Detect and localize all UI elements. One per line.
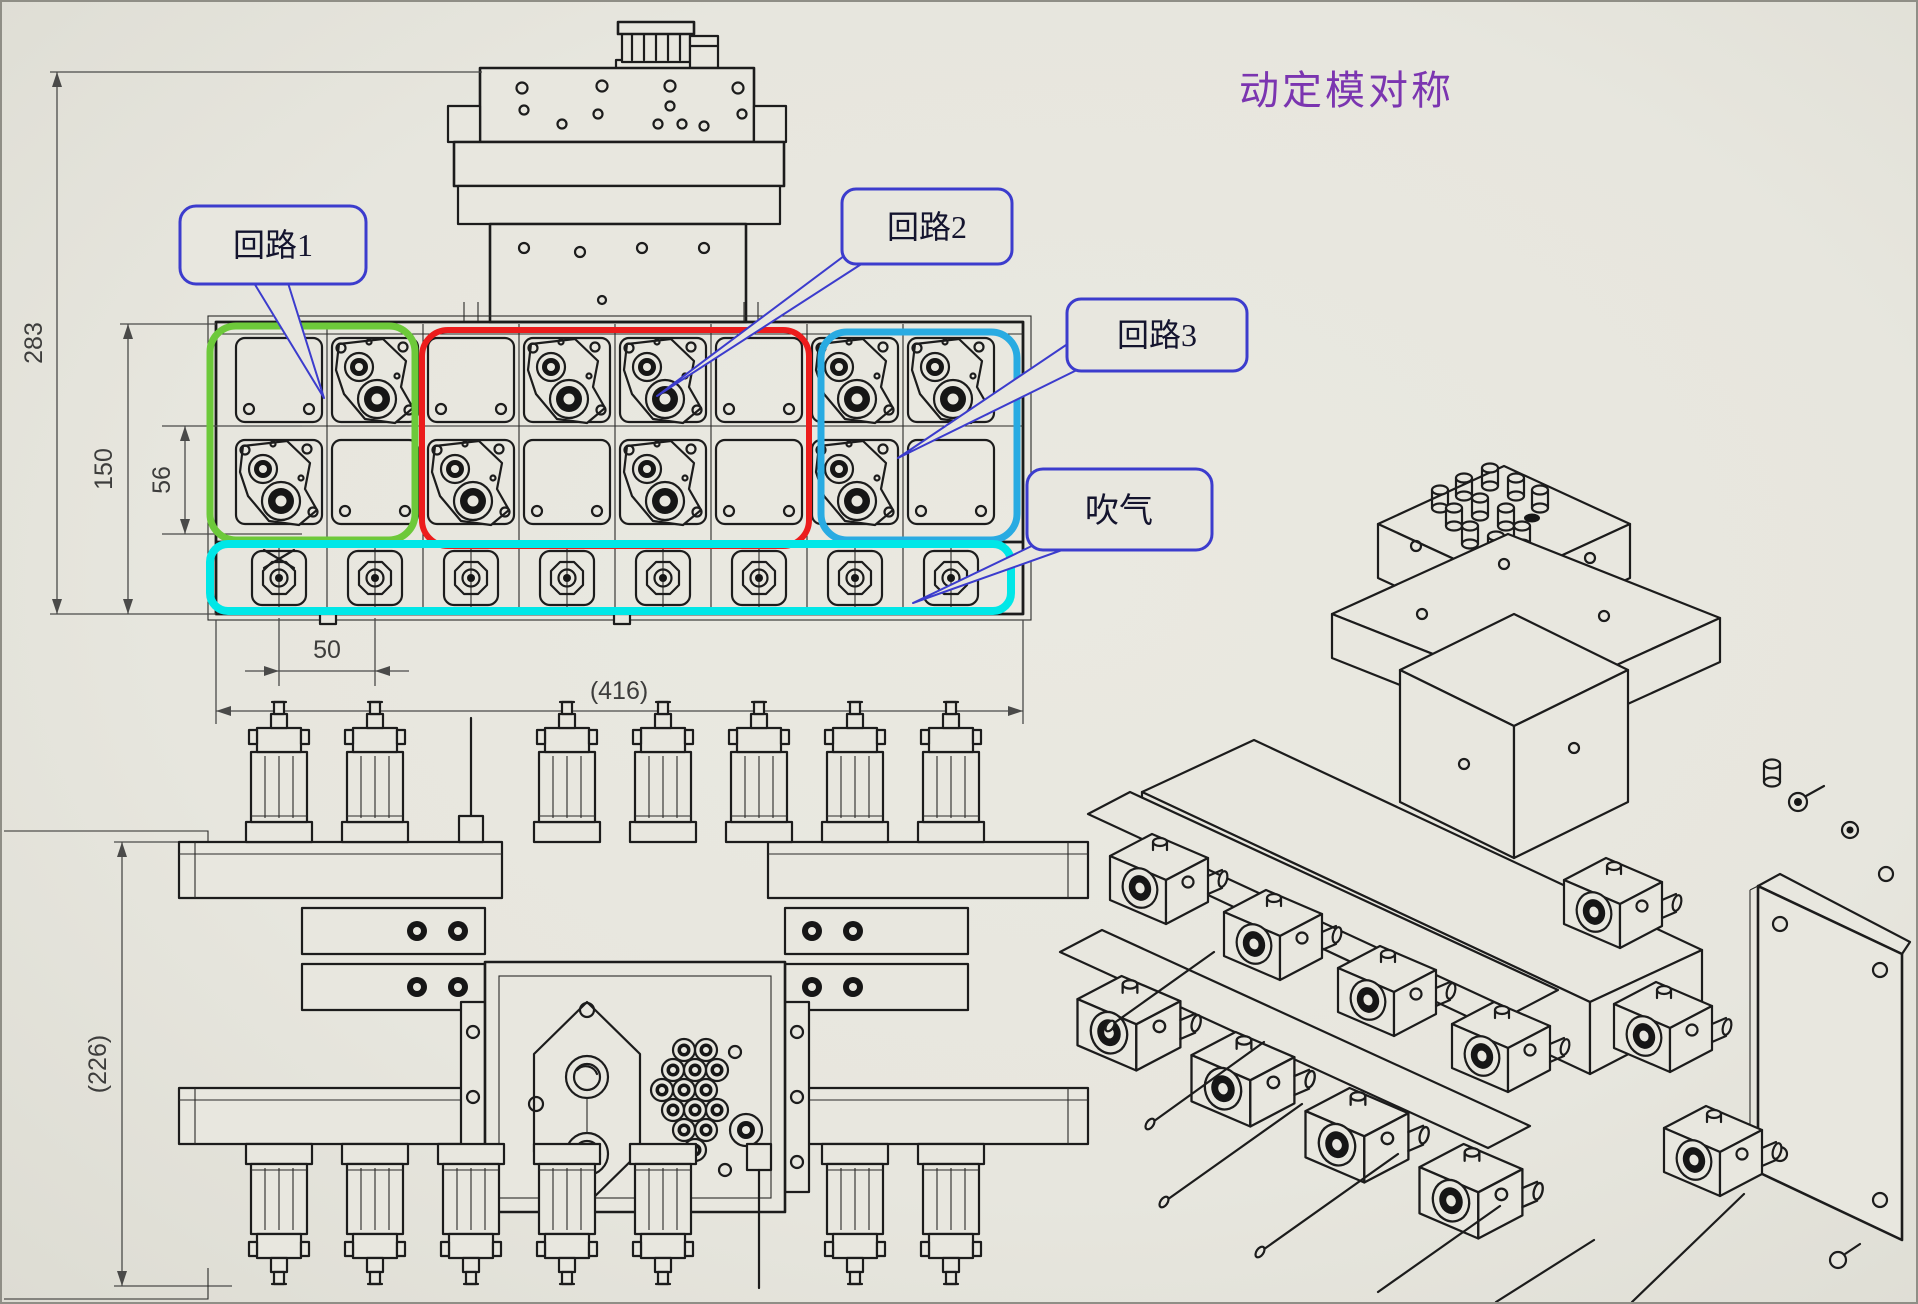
blow-air-strip — [250, 548, 980, 608]
callout-blow-air-label: 吹气 — [1085, 492, 1153, 530]
bottom-view-cylinders-bottom — [244, 1142, 986, 1290]
callout-circuit1: 回路1 — [178, 204, 368, 399]
dimensions: 283 150 56 50 (416) — [20, 71, 1024, 1287]
blow-air-highlight-box — [206, 540, 1015, 615]
dim-150-label: 150 — [90, 448, 118, 490]
iso-end-plate — [1749, 872, 1912, 1242]
bottom-view — [4, 700, 1090, 1300]
iso-guide-rods — [1104, 950, 1746, 1302]
callout-circuit1-label: 回路1 — [233, 227, 313, 263]
callout-circuit3-label: 回路3 — [1117, 317, 1197, 353]
top-view-actuator-block — [446, 20, 788, 324]
dim-56: 56 — [148, 425, 302, 535]
iso-loose-fittings — [1762, 758, 1895, 1270]
circuit-highlights — [206, 322, 1021, 615]
dim-226-label: (226) — [84, 1035, 112, 1093]
dim-150: 150 — [90, 323, 216, 614]
dim-416: (416) — [215, 620, 1024, 724]
dim-50: 50 — [245, 618, 409, 686]
callouts: 回路1 回路2 回路3 吹气 — [178, 187, 1249, 604]
callout-circuit2: 回路2 — [656, 187, 1014, 397]
dim-56-label: 56 — [148, 466, 176, 494]
dim-283-label: 283 — [20, 322, 48, 364]
bottom-view-cylinders-top — [244, 700, 986, 844]
dim-226: (226) — [84, 841, 232, 1287]
note-mold-symmetry: 动定模对称 — [1239, 69, 1454, 113]
callout-circuit2-label: 回路2 — [887, 209, 967, 245]
dim-283: 283 — [20, 71, 482, 615]
isometric-view — [1058, 462, 1912, 1302]
dim-50-label: 50 — [313, 636, 341, 664]
callout-circuit3: 回路3 — [897, 297, 1249, 459]
callout-blow-air: 吹气 — [912, 467, 1214, 604]
dim-416-label: (416) — [590, 677, 648, 705]
